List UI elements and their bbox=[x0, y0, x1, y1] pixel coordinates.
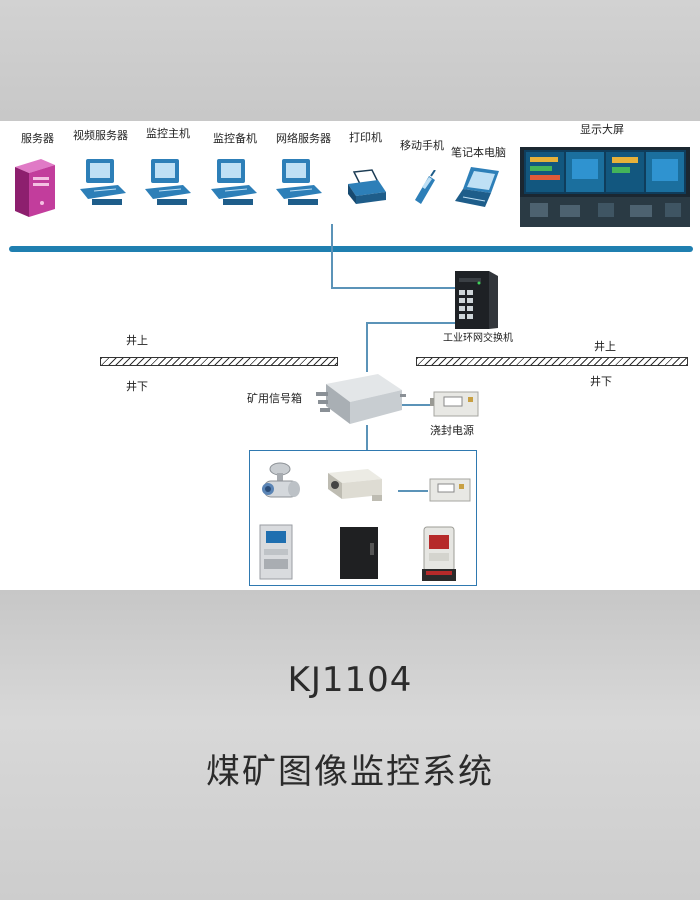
label-mobile-phone: 移动手机 bbox=[400, 139, 444, 152]
label-right-above-ground: 井上 bbox=[594, 340, 616, 353]
ground-level-bar-right bbox=[416, 357, 688, 366]
system-model-code: KJ1104 bbox=[287, 660, 413, 700]
printer-icon bbox=[348, 169, 386, 204]
bus-to-switch-line-v bbox=[331, 224, 333, 288]
bus-to-switch-line-h bbox=[331, 287, 456, 289]
camera-enclosure-icon bbox=[328, 469, 382, 501]
label-display-wall: 显示大屏 bbox=[580, 123, 624, 136]
explosion-proof-camera-icon bbox=[262, 462, 300, 498]
field-devices-box bbox=[249, 450, 477, 586]
power-supply-icon bbox=[430, 391, 479, 417]
label-printer: 打印机 bbox=[349, 131, 382, 144]
label-network-server: 网络服务器 bbox=[276, 132, 331, 145]
handheld-terminal-icon bbox=[422, 526, 456, 581]
black-enclosure-icon bbox=[340, 527, 378, 579]
ground-level-bar-left bbox=[100, 357, 338, 366]
system-title: 煤矿图像监控系统 bbox=[206, 752, 494, 792]
switch-to-box-line-v bbox=[366, 322, 368, 372]
video-server-computer-icon bbox=[80, 159, 126, 205]
server-icon bbox=[15, 159, 55, 217]
label-video-server: 视频服务器 bbox=[73, 129, 128, 142]
control-cabinet-icon bbox=[259, 524, 293, 580]
box-to-field-line bbox=[366, 425, 368, 451]
label-left-above-ground: 井上 bbox=[126, 334, 148, 347]
display-wall-image bbox=[520, 147, 690, 227]
label-monitor-host: 监控主机 bbox=[146, 127, 190, 140]
box-to-power-line bbox=[400, 404, 430, 406]
mobile-phone-icon bbox=[415, 170, 436, 204]
monitor-host-computer-icon bbox=[145, 159, 191, 205]
monitor-backup-computer-icon bbox=[211, 159, 257, 205]
label-left-below-ground: 井下 bbox=[126, 380, 148, 393]
label-right-below-ground: 井下 bbox=[590, 375, 612, 388]
network-server-computer-icon bbox=[276, 159, 322, 205]
enclosure-to-power-line bbox=[398, 490, 428, 492]
field-power-supply-icon bbox=[429, 478, 471, 502]
label-server: 服务器 bbox=[21, 132, 54, 145]
laptop-icon bbox=[455, 167, 499, 207]
industrial-switch-icon bbox=[455, 271, 498, 329]
network-bus-line bbox=[9, 246, 693, 252]
label-monitor-backup: 监控备机 bbox=[213, 132, 257, 145]
label-signal-box: 矿用信号箱 bbox=[247, 392, 302, 405]
switch-to-box-line-h bbox=[366, 322, 456, 324]
label-power-supply: 浇封电源 bbox=[430, 424, 474, 437]
mine-signal-box-icon bbox=[316, 374, 406, 424]
label-laptop: 笔记本电脑 bbox=[451, 146, 506, 159]
label-switch: 工业环网交换机 bbox=[443, 333, 513, 344]
